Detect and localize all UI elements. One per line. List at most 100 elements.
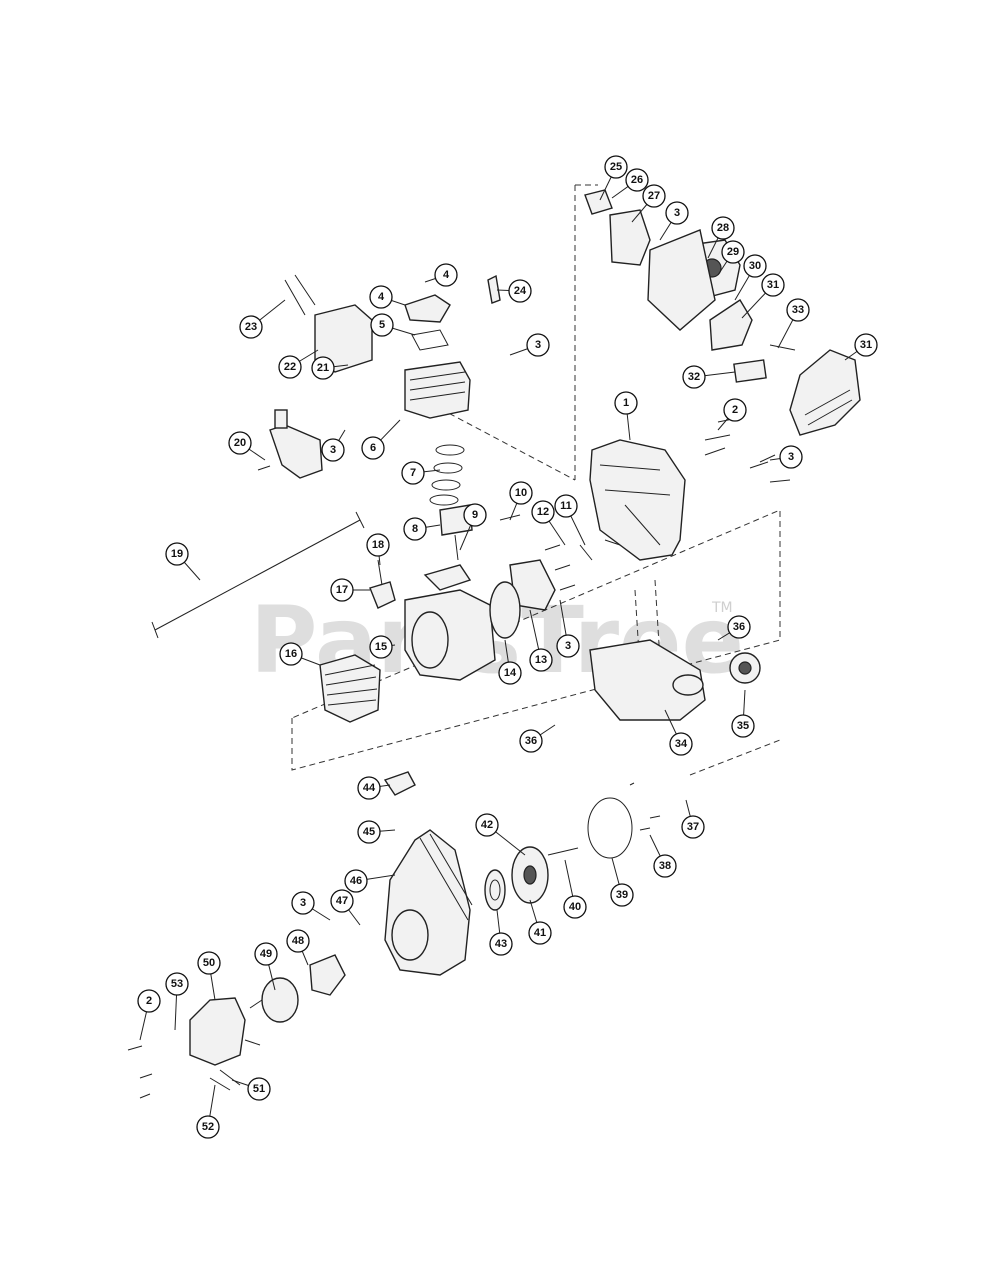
callout-45: 45 xyxy=(357,820,396,844)
callout-bubble xyxy=(311,356,335,380)
callout-number: 3 xyxy=(300,897,306,909)
callout-38: 38 xyxy=(649,834,677,878)
callout-bubble xyxy=(463,503,487,527)
callout-number: 3 xyxy=(330,444,336,456)
callout-bubble xyxy=(723,398,747,422)
callout-13: 13 xyxy=(529,609,553,672)
part-gasket-39 xyxy=(587,797,633,859)
callout-bubble xyxy=(498,661,522,685)
callout-number: 15 xyxy=(375,641,387,653)
part-lower-housing xyxy=(589,639,706,721)
callout-number: 8 xyxy=(412,523,418,535)
callout-number: 22 xyxy=(284,361,296,373)
callout-bubble xyxy=(137,989,161,1013)
callout-number: 30 xyxy=(749,260,761,272)
callout-bubble xyxy=(403,517,427,541)
callout-40: 40 xyxy=(563,859,587,919)
callout-number: 3 xyxy=(788,451,794,463)
callout-bubble xyxy=(786,298,810,322)
callout-bubble xyxy=(508,279,532,303)
callout-bubble xyxy=(286,929,310,953)
callout-36: 36 xyxy=(717,615,751,641)
part-spark-plug xyxy=(487,274,501,304)
part-screws xyxy=(127,274,796,1099)
callout-8: 8 xyxy=(403,517,441,541)
callout-27: 27 xyxy=(631,184,666,223)
callout-bubble xyxy=(357,776,381,800)
callout-number: 50 xyxy=(203,957,215,969)
callout-bubble xyxy=(519,729,543,753)
callout-number: 3 xyxy=(535,339,541,351)
callout-34: 34 xyxy=(664,709,693,756)
callout-number: 17 xyxy=(336,584,348,596)
part-gasket-25 xyxy=(584,189,613,215)
callout-24: 24 xyxy=(496,279,532,303)
callout-bubble xyxy=(642,184,666,208)
callout-bubble xyxy=(531,500,555,524)
callout-number: 21 xyxy=(317,362,329,374)
callout-number: 26 xyxy=(631,174,643,186)
callout-number: 18 xyxy=(372,539,384,551)
callout-49: 49 xyxy=(254,942,278,991)
callout-bubble xyxy=(563,895,587,919)
callout-bubble xyxy=(682,365,706,389)
part-throttle-assembly xyxy=(269,409,323,479)
part-flywheel xyxy=(319,654,381,723)
callout-number: 53 xyxy=(171,978,183,990)
part-cylinder xyxy=(404,361,471,419)
callout-20: 20 xyxy=(228,431,266,461)
callout-bubble xyxy=(228,431,252,455)
callout-33: 33 xyxy=(777,298,810,349)
callout-bubble xyxy=(509,481,533,505)
part-air-cleaner-cover xyxy=(789,349,861,436)
callout-9: 9 xyxy=(459,503,487,551)
callout-bubble xyxy=(254,942,278,966)
part-intake-boot xyxy=(709,299,753,351)
callout-number: 27 xyxy=(648,190,660,202)
callout-bubble xyxy=(239,315,263,339)
callout-3: 3 xyxy=(556,599,580,658)
callout-bubble xyxy=(475,813,499,837)
callout-number: 20 xyxy=(234,437,246,449)
callout-bubble xyxy=(357,820,381,844)
callout-bubble xyxy=(761,273,785,297)
callout-number: 36 xyxy=(733,621,745,633)
callout-3: 3 xyxy=(291,891,331,921)
callout-bubble xyxy=(528,921,552,945)
part-throttle-cable xyxy=(151,511,365,639)
callout-number: 47 xyxy=(336,895,348,907)
callout-bubble xyxy=(554,494,578,518)
callout-28: 28 xyxy=(707,216,735,259)
callout-bubble xyxy=(401,461,425,485)
callout-25: 25 xyxy=(599,155,628,201)
part-gear-housing xyxy=(189,997,261,1066)
callout-number: 43 xyxy=(495,938,507,950)
callout-bubble xyxy=(434,263,458,287)
callout-bubble xyxy=(727,615,751,639)
callout-bubble xyxy=(361,436,385,460)
callout-bubble xyxy=(489,932,513,956)
callout-bubble xyxy=(196,1115,220,1139)
callout-bubble xyxy=(614,391,638,415)
callout-number: 33 xyxy=(792,304,804,316)
callout-23: 23 xyxy=(239,299,286,339)
callout-22: 22 xyxy=(278,349,319,379)
callout-number: 41 xyxy=(534,927,546,939)
part-recoil-spring xyxy=(484,869,506,911)
part-gasket-14 xyxy=(489,581,521,639)
callout-bubble xyxy=(665,201,689,225)
callout-number: 7 xyxy=(410,467,416,479)
callout-bubble xyxy=(165,972,189,996)
callout-15: 15 xyxy=(369,635,396,659)
callout-bubble xyxy=(165,542,189,566)
callout-bubble xyxy=(610,883,634,907)
part-ignition-module xyxy=(369,559,396,609)
callout-50: 50 xyxy=(197,951,221,1001)
callout-number: 31 xyxy=(767,279,779,291)
callout-number: 16 xyxy=(285,648,297,660)
callout-31: 31 xyxy=(844,333,878,361)
callout-42: 42 xyxy=(475,813,526,856)
callout-number: 48 xyxy=(292,935,304,947)
callout-32: 32 xyxy=(682,365,736,389)
callout-bubble xyxy=(743,254,767,278)
